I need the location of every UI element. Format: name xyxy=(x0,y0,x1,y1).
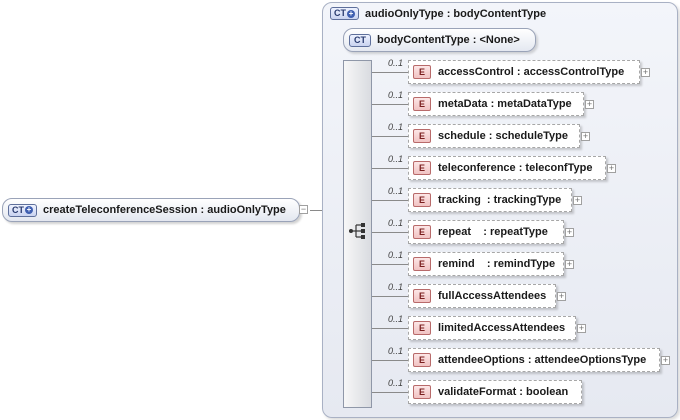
element-label: remind : remindType xyxy=(438,258,556,270)
element-badge: E xyxy=(413,193,431,207)
occurrence-label: 0..1 xyxy=(388,346,404,356)
complex-type-badge: CT+ xyxy=(8,203,37,217)
expand-icon[interactable]: + xyxy=(565,259,574,269)
expand-icon[interactable]: + xyxy=(581,131,590,141)
expand-icon[interactable]: + xyxy=(573,195,582,205)
element-badge: E xyxy=(413,385,431,399)
sequence-compositor-icon xyxy=(349,223,365,239)
element-label: metaData : metaDataType xyxy=(438,98,572,110)
expand-icon[interactable]: + xyxy=(557,291,566,301)
element-connector xyxy=(372,136,408,137)
base-type-node[interactable]: CT bodyContentType : <None> xyxy=(343,28,536,52)
plus-icon: + xyxy=(25,205,33,214)
expand-icon[interactable]: + xyxy=(565,227,574,237)
element-connector xyxy=(372,200,408,201)
element-connector xyxy=(372,328,408,329)
element-badge: E xyxy=(413,321,431,335)
root-element-label: createTeleconferenceSession : audioOnlyT… xyxy=(43,204,286,216)
element-label: limitedAccessAttendees xyxy=(438,322,566,334)
element-badge: E xyxy=(413,97,431,111)
element-badge: E xyxy=(413,225,431,239)
occurrence-label: 0..1 xyxy=(388,250,404,260)
expand-icon[interactable]: + xyxy=(607,163,616,173)
expand-icon[interactable]: + xyxy=(641,67,650,77)
element-badge: E xyxy=(413,129,431,143)
occurrence-label: 0..1 xyxy=(388,218,404,228)
root-connector xyxy=(310,210,323,211)
element-label: schedule : scheduleType xyxy=(438,130,569,142)
element-connector xyxy=(372,168,408,169)
element-label: validateFormat : boolean xyxy=(438,386,569,398)
element-badge: E xyxy=(413,257,431,271)
expand-icon[interactable]: + xyxy=(577,323,586,333)
occurrence-label: 0..1 xyxy=(388,122,404,132)
element-label: teleconference : teleconfType xyxy=(438,162,593,174)
element-connector xyxy=(372,104,408,105)
element-connector xyxy=(372,72,408,73)
element-label: accessControl : accessControlType xyxy=(438,66,625,78)
expand-icon[interactable]: + xyxy=(661,355,670,365)
complex-type-badge: CT xyxy=(349,33,371,47)
complex-type-badge-text: CT xyxy=(12,204,24,215)
sequence-bar xyxy=(343,60,372,408)
container-title: CT+ audioOnlyType : bodyContentType xyxy=(330,7,546,20)
complex-type-badge-text: CT xyxy=(334,8,346,18)
element-connector xyxy=(372,232,408,233)
element-label: fullAccessAttendees xyxy=(438,290,547,302)
element-label: attendeeOptions : attendeeOptionsType xyxy=(438,354,647,366)
element-label: repeat : repeatType xyxy=(438,226,548,238)
element-badge: E xyxy=(413,353,431,367)
element-badge: E xyxy=(413,161,431,175)
container-title-label: audioOnlyType : bodyContentType xyxy=(365,7,547,20)
occurrence-label: 0..1 xyxy=(388,314,404,324)
occurrence-label: 0..1 xyxy=(388,58,404,68)
complex-type-badge: CT+ xyxy=(330,7,359,20)
element-connector xyxy=(372,392,408,393)
element-connector xyxy=(372,296,408,297)
occurrence-label: 0..1 xyxy=(388,282,404,292)
expand-icon[interactable]: + xyxy=(585,99,594,109)
complex-type-badge-text: CT xyxy=(354,34,366,45)
collapse-icon[interactable]: − xyxy=(299,204,308,214)
occurrence-label: 0..1 xyxy=(388,154,404,164)
element-connector xyxy=(372,360,408,361)
element-label: tracking : trackingType xyxy=(438,194,562,206)
base-type-label: bodyContentType : <None> xyxy=(377,34,520,46)
occurrence-label: 0..1 xyxy=(388,90,404,100)
element-badge: E xyxy=(413,65,431,79)
occurrence-label: 0..1 xyxy=(388,378,404,388)
element-connector xyxy=(372,264,408,265)
element-badge: E xyxy=(413,289,431,303)
occurrence-label: 0..1 xyxy=(388,186,404,196)
root-element-node[interactable]: CT+ createTeleconferenceSession : audioO… xyxy=(2,198,300,222)
plus-icon: + xyxy=(347,8,355,18)
